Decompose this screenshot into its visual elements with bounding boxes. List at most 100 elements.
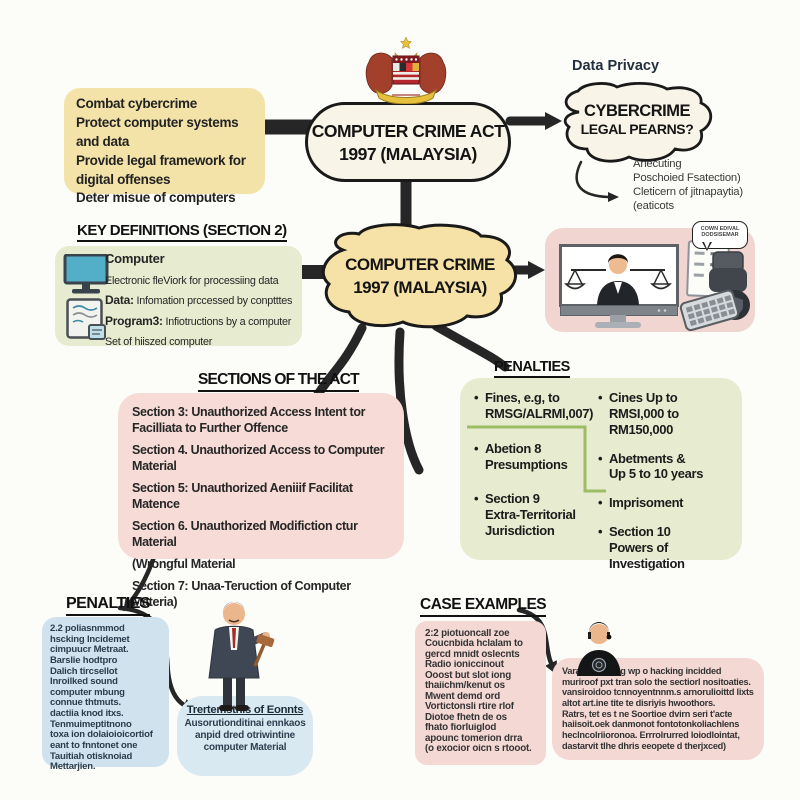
text-line: dastarvit tlhe dhris eeopete d therjxced… xyxy=(562,740,726,751)
text-line: cimpuucr Metraat. xyxy=(50,645,129,656)
text-line: fhato fiorluiglod xyxy=(425,723,497,734)
penalties-right-column: Cines Up to RMSI,000 to RM150,000Abetmen… xyxy=(598,390,740,585)
text-line: computer mbung xyxy=(50,687,125,698)
text-line: Tenmuimeptitnono xyxy=(50,719,132,730)
text-line: Mwent demd ord xyxy=(425,691,501,702)
central-cloud-line1: COMPUTER CRIME xyxy=(345,255,495,274)
text-line: altot art.ine tite te disriyis hwoothors… xyxy=(562,698,716,709)
central-cloud: COMPUTER CRIME 1997 (MALAYSIA) xyxy=(315,222,525,334)
text-line: Ooost but slot iong xyxy=(425,670,511,681)
keyboard-icon xyxy=(679,289,740,332)
penalties-heading: PENALTIES xyxy=(494,359,570,378)
definition-desc: Electronic fleViork for processiing data xyxy=(105,274,279,287)
cloud-tail-arrow xyxy=(575,160,610,199)
text-line: connue thtmuts. xyxy=(50,698,121,709)
objective-line: Provide legal framework for digital offe… xyxy=(76,152,246,187)
text-line: Tauitiah otisknoiad xyxy=(50,751,133,762)
penalty-item: Section 10 Powers of Investigation xyxy=(598,524,740,572)
objective-line: Deter misue of computers xyxy=(76,190,236,206)
text-line: Vortictonsli rtire rlof xyxy=(425,702,514,713)
section-item: Section 5: Unauthorized Aeniiif Facilita… xyxy=(132,481,353,511)
objective-line: Combat cybercrime xyxy=(76,96,197,111)
text-line: Coucnbida hclalam to xyxy=(425,639,523,650)
program-document-icon xyxy=(66,298,106,340)
note-line: Poschoied Fsatection) xyxy=(633,172,741,185)
text-line: toxa ion dolaioioicortiof xyxy=(50,730,153,741)
definition-desc: Infomation prccessed by conptttes xyxy=(136,295,293,308)
penalty-item: Imprisoment xyxy=(598,495,740,511)
section-item: Section 3: Unauthorized Access Intent to… xyxy=(132,405,366,435)
definition-term: Program3: xyxy=(105,313,163,328)
hooded-hacker-figure xyxy=(577,622,621,676)
act-title-box: COMPUTER CRIME ACT 1997 (MALAYSIA) xyxy=(305,102,511,182)
text-line: Ausorutionditinai ennkaos xyxy=(184,718,306,729)
text-line: Ratrs, tet es t ne Soortioe dvirn seri t… xyxy=(562,708,733,719)
definition-term: Data: xyxy=(105,293,134,308)
definition-row: Set of hiiszed computer xyxy=(105,333,301,350)
definition-desc: Set of hiiszed computer xyxy=(105,336,213,349)
penalties-left-column: Fines, e.g, to RMSG/ALRMl,007)Abetion 8 … xyxy=(474,390,594,558)
text-line: Mettarjien. xyxy=(50,762,96,773)
arrowhead-cloud-to-illustration xyxy=(528,261,545,279)
text-line: 2:2 piotuoncall zoe xyxy=(425,629,510,639)
malaysia-coat-of-arms-icon xyxy=(365,36,447,104)
text-line: heclncolriioronoa. Errrolrurred loiodloi… xyxy=(562,730,740,741)
section-item: Section 7: Unaa-Teruction of Computer Ma… xyxy=(132,579,351,609)
definition-desc: Infiotructions by a computer xyxy=(165,315,292,328)
text-line: Diotoe fhetn de os xyxy=(425,712,507,723)
computer-monitor-icon xyxy=(63,254,109,294)
text-line: apounc tomerion drra xyxy=(425,733,523,744)
central-cloud-line2: 1997 (MALAYSIA) xyxy=(353,277,487,297)
text-line: dactiia knod itxs. xyxy=(50,709,124,719)
sections-heading: SECTIONS OF THE ACT xyxy=(198,371,360,392)
definition-term: Computer xyxy=(105,251,165,266)
text-line: anpid dred otriwintine xyxy=(194,730,296,742)
arrowhead-sections xyxy=(123,597,137,612)
text-line: hscking Incidemet xyxy=(50,634,130,645)
text-line: gercd mnidt oslecnts xyxy=(425,649,520,660)
definition-row: Electronic fleViork for processiing data xyxy=(105,272,301,289)
legal-illustration-panel xyxy=(545,228,755,332)
judge-on-screen-icon xyxy=(559,244,679,328)
lawyer-with-gavel-figure xyxy=(208,602,275,711)
note-line: Cleticern of jitnapaytia) xyxy=(633,186,743,199)
speech-bubble: COWN EDIVAL DODSISEMAR xyxy=(692,221,748,251)
text-line: Dalich tircsellot xyxy=(50,666,118,677)
penalty-item: Cines Up to RMSI,000 to RM150,000 xyxy=(598,390,740,438)
case-examples-heading: CASE EXAMPLES xyxy=(420,596,547,617)
note-line: Anecuting xyxy=(633,158,682,170)
definitions-text: Computer Electronic fleViork for process… xyxy=(105,250,301,354)
act-title-line2: 1997 (MALAYSIA) xyxy=(339,143,477,164)
text-line: Barslie hodtpro xyxy=(50,655,118,666)
data-privacy-label: Data Privacy xyxy=(572,58,660,74)
arrowhead-cloud-tail xyxy=(608,192,619,202)
section-item: (Wrongful Material xyxy=(132,557,236,571)
text-line: thaiichm/kenut os xyxy=(425,681,505,692)
arrow-sections-to-penalties2 xyxy=(129,554,157,603)
text-line: (o exocior oicn s rtooot. xyxy=(425,744,532,755)
definition-row: Program3: Infiotructions by a computer xyxy=(105,313,301,330)
text-line: vansiroidoo tcnnoyentnnm.s arnorulioittd… xyxy=(562,687,754,698)
penalty-item: Abetments & Up 5 to 10 years xyxy=(598,451,740,483)
penalty-item: Abetion 8 Presumptions xyxy=(474,441,594,473)
sections-box: Section 3: Unauthorized Access Intent to… xyxy=(118,393,404,609)
note-line: (eaticots xyxy=(633,200,674,213)
cloud-shape xyxy=(563,82,713,163)
definitions-box: Computer Electronic fleViork for process… xyxy=(55,246,302,348)
section-item: Section 6. Unauthorized Modifiction ctur… xyxy=(132,519,358,549)
text-line: Inroilked sound xyxy=(50,677,118,688)
objective-line: Protect computer systems and data xyxy=(76,114,239,149)
definition-row: Computer xyxy=(105,250,301,268)
text-line: eant to fnntonet one xyxy=(50,740,138,751)
penalty-item: Section 9 Extra-Territorial Jurisdiction xyxy=(474,491,594,539)
penalties-box: Fines, e.g, to RMSG/ALRMl,007)Abetion 8 … xyxy=(460,378,742,571)
cloud-shape xyxy=(321,223,517,329)
